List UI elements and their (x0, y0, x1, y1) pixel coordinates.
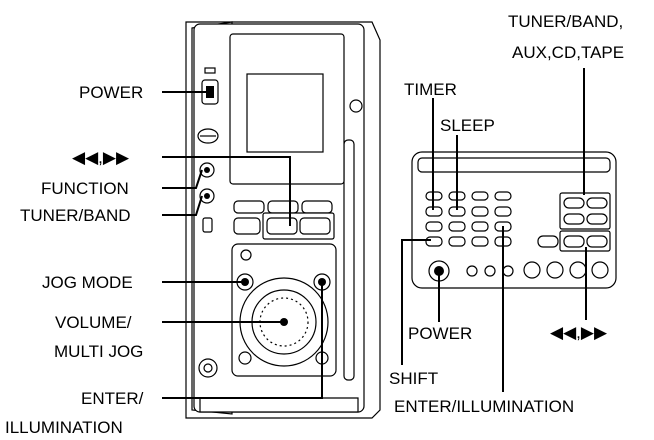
label-tuner-band-right: TUNER/BAND, (508, 12, 623, 31)
display-screen (246, 73, 324, 153)
label-shift: SHIFT (389, 369, 438, 388)
label-sleep: SLEEP (440, 116, 495, 135)
label-illumination-left: ILLUMINATION (5, 418, 123, 437)
remote-skip-back-button[interactable] (563, 235, 585, 248)
main-unit (185, 21, 381, 419)
power-indicator (204, 67, 216, 74)
tape-source-button[interactable] (586, 213, 608, 225)
label-timer: TIMER (404, 80, 457, 99)
label-jog-mode: JOG MODE (42, 273, 133, 292)
skip-back-button[interactable] (266, 217, 298, 235)
remote-body (411, 151, 617, 289)
label-enter-right: ENTER/ILLUMINATION (394, 397, 574, 416)
label-skip-left: ◀◀,▶▶ (72, 148, 130, 167)
remote-skip-forward-button[interactable] (586, 235, 608, 248)
cd-source-button[interactable] (563, 213, 585, 225)
label-power-remote: POWER (408, 324, 472, 343)
aux-source-button[interactable] (586, 197, 608, 209)
label-power-left: POWER (79, 83, 143, 102)
power-switch-knob (206, 86, 214, 98)
dial-center (280, 318, 288, 326)
label-function: FUNCTION (41, 179, 129, 198)
tuner-band-source-button[interactable] (563, 197, 585, 209)
label-enter-left: ENTER/ (81, 389, 144, 408)
remote-control (411, 151, 617, 289)
shift-button[interactable] (425, 236, 443, 247)
leader-lines (162, 68, 587, 399)
label-multi-jog: MULTI JOG (54, 342, 143, 361)
remote-button-grid (425, 191, 559, 248)
label-volume: VOLUME/ (55, 313, 132, 332)
label-tuner-band-left: TUNER/BAND (20, 206, 131, 225)
callout-labels: POWER ◀◀,▶▶ FUNCTION TUNER/BAND JOG MODE… (5, 12, 624, 437)
skip-forward-button[interactable] (299, 217, 331, 235)
label-aux-cd-tape: AUX,CD,TAPE (512, 43, 624, 62)
label-skip-right: ◀◀,▶▶ (550, 323, 608, 342)
